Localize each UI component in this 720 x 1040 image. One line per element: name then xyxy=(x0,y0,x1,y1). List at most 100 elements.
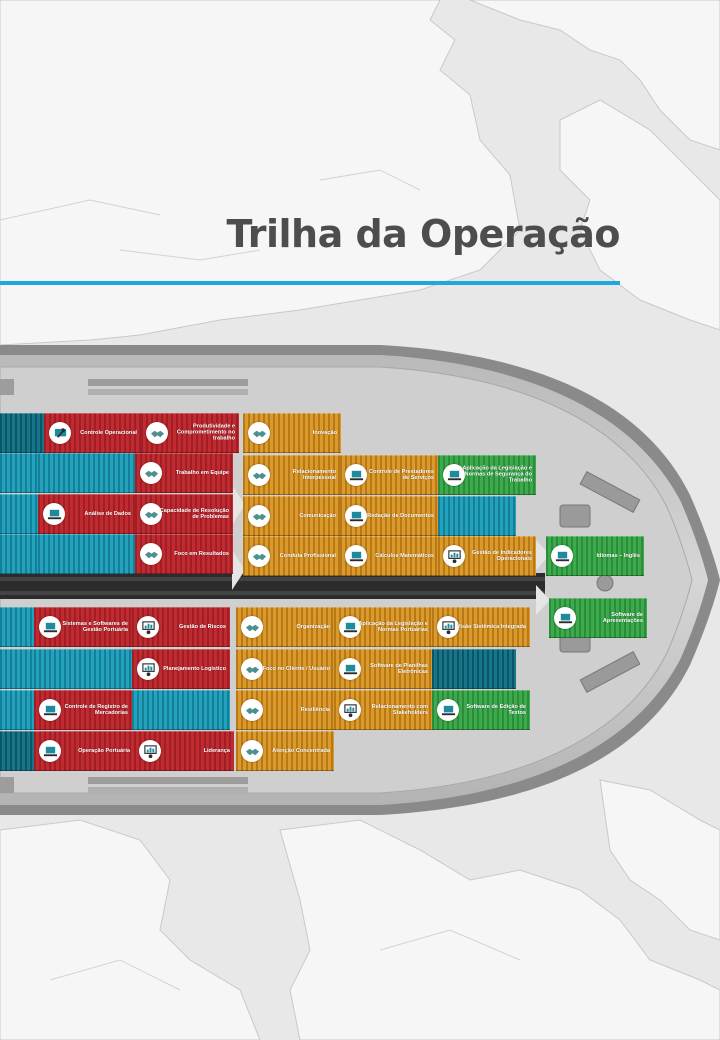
container-software-apresentacoes[interactable]: Software de Apresentações xyxy=(549,598,647,638)
laptop-chart-icon xyxy=(554,607,576,629)
container-empty xyxy=(38,534,135,574)
handshake-icon xyxy=(248,505,270,527)
container-sistemas-softwares[interactable]: Sistemas e Softwares de Gestão Portuária xyxy=(34,607,132,647)
presentation-icon xyxy=(443,545,465,567)
container-empty xyxy=(34,649,132,689)
laptop-chart-icon xyxy=(39,616,61,638)
container-lideranca[interactable]: Liderança xyxy=(134,731,234,771)
presentation-icon xyxy=(137,658,159,680)
container-software-textos[interactable]: Software de Edição de Textos xyxy=(432,690,530,730)
laptop-chart-icon xyxy=(551,545,573,567)
container-label: Operação Portuária xyxy=(78,747,130,754)
laptop-chart-icon xyxy=(345,464,367,486)
presentation-icon xyxy=(137,616,159,638)
container-idiomas-ingles[interactable]: Idiomas – Inglês xyxy=(546,536,644,576)
container-resolucao-problemas[interactable]: Capacidade de Resolução de Problemas xyxy=(135,494,233,534)
container-label: Liderança xyxy=(203,747,230,754)
container-label: Gestão de Indicadores Operacionais xyxy=(472,549,532,562)
laptop-chart-icon xyxy=(443,464,465,486)
container-empty xyxy=(0,494,38,534)
container-label: Foco em Resultados xyxy=(174,550,229,557)
container-label: Resiliência xyxy=(300,706,330,713)
container-label: Visão Sistêmica Integrada xyxy=(456,623,526,630)
laptop-chart-icon xyxy=(39,699,61,721)
container-produtividade[interactable]: Produtividade e Comprometimento no traba… xyxy=(141,413,239,453)
container-relacionamento-interpessoal[interactable]: Relacionamento Interpessoal xyxy=(243,455,340,495)
page-title: Trilha da Operação xyxy=(226,212,621,256)
container-label: Planejamento Logístico xyxy=(163,665,226,672)
container-label: Comunicação xyxy=(299,512,336,519)
container-label: Capacidade de Resolução de Problemas xyxy=(159,507,229,520)
container-gestao-riscos[interactable]: Gestão de Riscos xyxy=(132,607,230,647)
container-label: Software de Planilhas Eletrônicas xyxy=(370,662,428,675)
container-label: Sistemas e Softwares de Gestão Portuária xyxy=(62,620,128,633)
container-relacionamento-stakeholders[interactable]: Relacionamento com Stakeholders xyxy=(334,690,432,730)
container-label: Aplicação da Legislação e Normas Portuár… xyxy=(358,620,428,633)
container-label: Inovação xyxy=(312,429,337,436)
container-empty xyxy=(438,496,516,536)
presentation-icon xyxy=(437,616,459,638)
container-empty xyxy=(0,453,38,493)
container-operacao-portuaria[interactable]: Operação Portuária xyxy=(34,731,134,771)
container-planejamento-logistico[interactable]: Planejamento Logístico xyxy=(132,649,230,689)
container-empty xyxy=(0,534,38,574)
handshake-icon xyxy=(241,699,263,721)
container-label: Controle Operacional xyxy=(80,429,137,436)
laptop-chart-icon xyxy=(339,616,361,638)
container-empty xyxy=(132,690,230,730)
container-controle-registro[interactable]: Controle de Registro de Mercadorias xyxy=(34,690,132,730)
container-empty xyxy=(432,649,516,689)
container-label: Cálculos Matemáticos xyxy=(375,552,434,559)
laptop-chart-icon xyxy=(39,740,61,762)
container-label: Idiomas – Inglês xyxy=(596,552,640,559)
container-aplicacao-legislacao-seguranca[interactable]: Aplicação da Legislação e Normas de Segu… xyxy=(438,455,536,495)
laptop-chart-icon xyxy=(43,503,65,525)
container-organizacao[interactable]: Organização xyxy=(236,607,334,647)
presentation-icon xyxy=(139,740,161,762)
container-aplicacao-legislacao-normas[interactable]: Aplicação da Legislação e Normas Portuár… xyxy=(334,607,432,647)
container-gestao-indicadores[interactable]: Gestão de Indicadores Operacionais xyxy=(438,536,536,576)
handshake-icon xyxy=(241,616,263,638)
container-label: Relacionamento Interpessoal xyxy=(292,468,336,481)
presentation-icon xyxy=(339,699,361,721)
container-inovacao[interactable]: Inovação xyxy=(243,413,341,453)
handshake-icon xyxy=(146,422,168,444)
container-label: Trabalho em Equipe xyxy=(175,469,229,476)
container-conduta-profissional[interactable]: Conduta Profissional xyxy=(243,536,340,576)
container-calculos-matematicos[interactable]: Cálculos Matemáticos xyxy=(340,536,438,576)
container-label: Controle de Prestadores de Serviços xyxy=(369,468,434,481)
container-controle-operacional[interactable]: Controle Operacional xyxy=(44,413,141,453)
handshake-icon xyxy=(140,543,162,565)
container-foco-cliente[interactable]: Foco no Cliente / Usuário xyxy=(236,649,334,689)
handshake-icon xyxy=(140,503,162,525)
container-visao-sistemica[interactable]: Visão Sistêmica Integrada xyxy=(432,607,530,647)
container-label: Redação de Documentos xyxy=(367,512,434,519)
container-resiliencia[interactable]: Resiliência xyxy=(236,690,334,730)
laptop-chart-icon xyxy=(437,699,459,721)
handshake-icon xyxy=(241,658,263,680)
container-label: Produtividade e Comprometimento no traba… xyxy=(176,423,235,443)
laptop-chart-icon xyxy=(345,545,367,567)
gavel-icon xyxy=(49,422,71,444)
container-label: Foco no Cliente / Usuário xyxy=(262,665,330,672)
container-redacao-documentos[interactable]: Redação de Documentos xyxy=(340,496,438,536)
container-label: Gestão de Riscos xyxy=(179,623,226,630)
container-trabalho-equipe[interactable]: Trabalho em Equipe xyxy=(135,453,233,493)
container-label: Software de Apresentações xyxy=(602,611,643,624)
cargo-ship: Controle Operacional Produtividade e Com… xyxy=(0,345,720,815)
handshake-icon xyxy=(248,422,270,444)
container-label: Relacionamento com Stakeholders xyxy=(371,703,428,716)
container-label: Conduta Profissional xyxy=(279,552,336,559)
container-empty xyxy=(0,413,44,453)
container-controle-prestadores[interactable]: Controle de Prestadores de Serviços xyxy=(340,455,438,495)
container-empty xyxy=(0,731,34,771)
container-foco-resultados[interactable]: Foco em Resultados xyxy=(135,534,233,574)
container-atencao-concentrada[interactable]: Atenção Concentrada xyxy=(236,731,334,771)
handshake-icon xyxy=(248,545,270,567)
container-software-planilhas[interactable]: Software de Planilhas Eletrônicas xyxy=(334,649,432,689)
laptop-chart-icon xyxy=(339,658,361,680)
handshake-icon xyxy=(140,462,162,484)
container-analise-dados[interactable]: Análise de Dados xyxy=(38,494,135,534)
container-comunicacao[interactable]: Comunicação xyxy=(243,496,340,536)
handshake-icon xyxy=(241,740,263,762)
